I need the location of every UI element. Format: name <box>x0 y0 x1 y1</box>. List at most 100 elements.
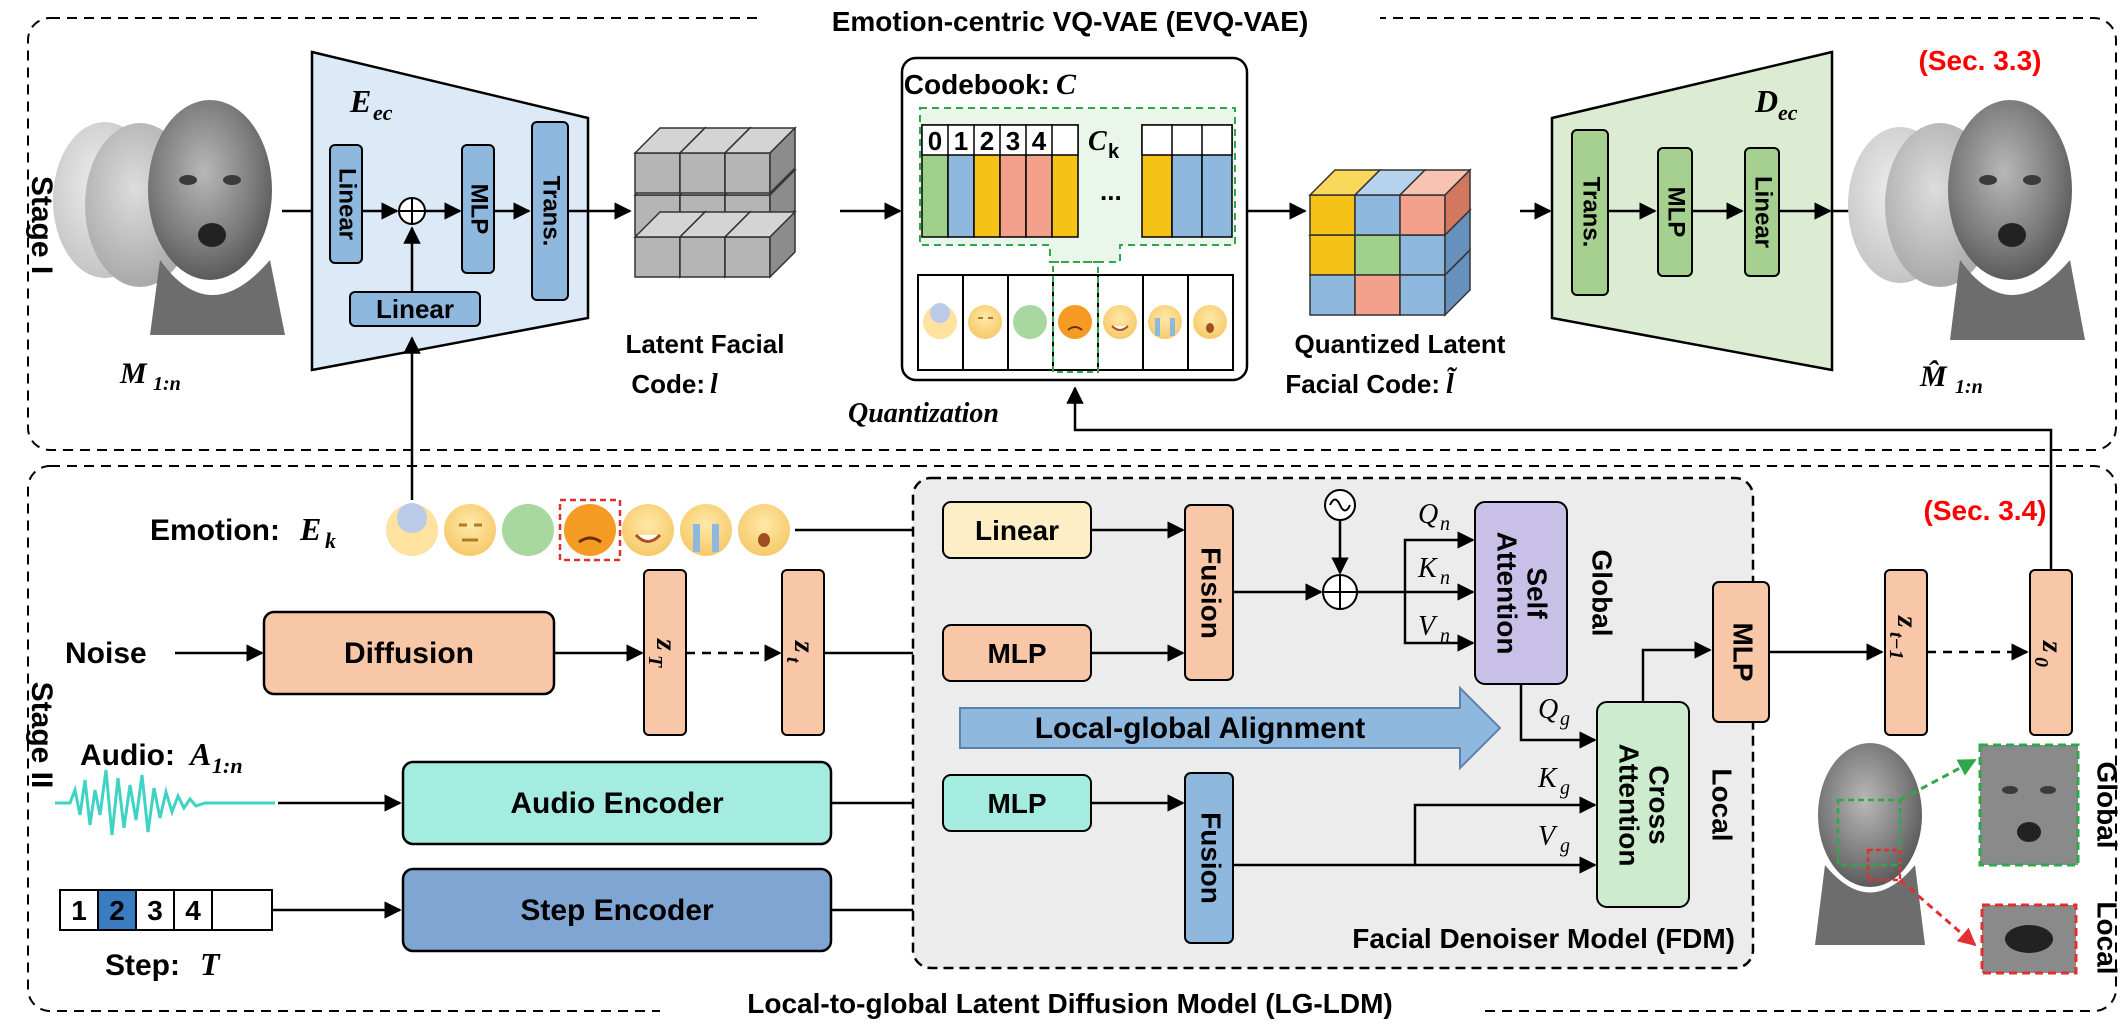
zt-sub: t <box>782 657 804 664</box>
surprise-emoji-icon <box>1193 305 1227 339</box>
codebook-entries <box>921 124 1233 238</box>
step-label: Step: <box>105 949 180 982</box>
stage2-section: (Sec. 3.4) <box>1924 495 2047 526</box>
Qn-label: Q <box>1418 499 1438 530</box>
stage2-title: Local-to-global Latent Diffusion Model (… <box>747 988 1392 1019</box>
diffusion-label: Diffusion <box>344 637 474 670</box>
stage1-section: (Sec. 3.3) <box>1919 45 2042 76</box>
audio-sub: 1:n <box>212 753 243 778</box>
encoder-trans-label: Trans. <box>538 176 565 247</box>
Vg-sub: g <box>1560 835 1570 857</box>
cross-attention-label-2: Attention <box>1614 744 1645 867</box>
angry-emoji-icon <box>564 504 616 556</box>
fdm-fusion2-block <box>1184 772 1234 944</box>
audio-encoder-label: Audio Encoder <box>510 787 724 820</box>
z0-sub: 0 <box>2030 657 2052 667</box>
Qg-label: Q <box>1538 694 1558 725</box>
fdm-mlp1-label: MLP <box>987 638 1046 669</box>
disgust-emoji-icon <box>1013 305 1047 339</box>
codebook-index-1: 1 <box>954 126 968 156</box>
quantization-label: Quantization <box>848 398 999 429</box>
codebook-ellipsis: ... <box>1100 176 1122 206</box>
happy-emoji-icon <box>1103 305 1137 339</box>
Kn-sub: n <box>1440 567 1450 589</box>
stage1-side-label: Stage I <box>25 176 58 274</box>
quantized-label-2: Facial Code: <box>1285 369 1440 399</box>
fdm-fusion1-label: Fusion <box>1196 547 1227 639</box>
sad-emoji-icon <box>1148 305 1182 339</box>
Qn-sub: n <box>1440 513 1450 535</box>
disgust-emoji-icon <box>502 504 554 556</box>
zT-label: z <box>650 638 683 651</box>
step-box-3: 3 <box>147 895 163 926</box>
output-label: M̂ <box>1919 360 1948 393</box>
self-attention-label-2: Attention <box>1492 532 1523 655</box>
Qg-sub: g <box>1560 708 1570 730</box>
encoder-linear-block <box>329 144 363 264</box>
ztm1-label: z <box>1891 615 1924 628</box>
output-face-meshes <box>1848 100 2085 340</box>
fdm-fusion2-label: Fusion <box>1196 812 1227 904</box>
fdm-title: Facial Denoiser Model (FDM) <box>1352 923 1735 954</box>
Kn-label: K <box>1417 553 1438 584</box>
decoder-name: D <box>1754 83 1778 119</box>
stage2-frame <box>27 465 2117 1012</box>
Kg-label: K <box>1537 763 1558 794</box>
input-label: M <box>119 357 148 390</box>
sad-emoji-icon <box>680 504 732 556</box>
encoder-linear-bottom <box>349 291 481 327</box>
step-encoder-label: Step Encoder <box>520 894 714 927</box>
output-sub: 1:n <box>1955 376 1983 398</box>
audio-symbol: A <box>188 736 211 772</box>
codebook-index-4: 4 <box>1032 126 1047 156</box>
latent-symbol: l <box>710 369 718 400</box>
encoder-sub: ec <box>373 100 393 125</box>
global-label: Global <box>1587 549 1618 636</box>
angry-emoji-icon <box>1058 305 1092 339</box>
encoder-name: E <box>349 83 371 119</box>
self-attention-label-1: Self <box>1522 567 1553 619</box>
emotion-icons-row <box>386 498 790 562</box>
Kg-sub: g <box>1560 777 1570 799</box>
fdm-linear-label: Linear <box>975 515 1059 546</box>
cross-attention-label-1: Cross <box>1644 765 1675 844</box>
local-global-alignment-arrow <box>959 685 1502 771</box>
audio-label: Audio: <box>80 739 175 772</box>
Vn-sub: n <box>1440 625 1450 647</box>
local-label: Local <box>1707 768 1738 841</box>
decoder-linear-label: Linear <box>1750 176 1777 248</box>
codebook-index-3: 3 <box>1006 126 1020 156</box>
step-box-2: 2 <box>109 895 125 926</box>
decoder-sub: ec <box>1778 100 1798 125</box>
encoder-mlp-label: MLP <box>466 184 493 235</box>
encoder-mlp-block <box>461 144 495 274</box>
local-global-face-illustration <box>1815 743 2080 975</box>
codebook-emotion-strip <box>917 261 1234 373</box>
stage1-title: Emotion-centric VQ-VAE (EVQ-VAE) <box>832 6 1309 37</box>
emotion-label: Emotion: <box>150 514 280 547</box>
surprise-emoji-icon <box>738 504 790 556</box>
ztm1-sub: t−1 <box>1885 632 1907 660</box>
encoder-linear-label: Linear <box>334 168 361 240</box>
input-sub: 1:n <box>153 373 181 395</box>
right-local-label: Local <box>2092 901 2123 974</box>
latent-facial-code-cubes <box>633 127 796 278</box>
neutral-emoji-icon <box>968 305 1002 339</box>
fdm-mlp-out-label: MLP <box>1728 622 1759 681</box>
quantized-label-1: Quantized Latent <box>1295 329 1506 359</box>
decoder-trans-block <box>1571 129 1609 296</box>
fdm-mlp2-label: MLP <box>987 788 1046 819</box>
zT-sub: T <box>644 655 666 668</box>
Vg-label: V <box>1538 821 1558 852</box>
step-box-1: 1 <box>71 895 87 926</box>
step-boxes <box>59 889 273 931</box>
input-face-meshes <box>53 100 285 335</box>
noise-label: Noise <box>65 637 147 670</box>
latent-label-2: Code: <box>631 369 705 399</box>
z0-label: z <box>2036 640 2069 653</box>
right-global-label: Global <box>2092 761 2123 848</box>
emotion-symbol: E <box>299 511 321 547</box>
codebook-title: Codebook: <box>904 69 1050 100</box>
